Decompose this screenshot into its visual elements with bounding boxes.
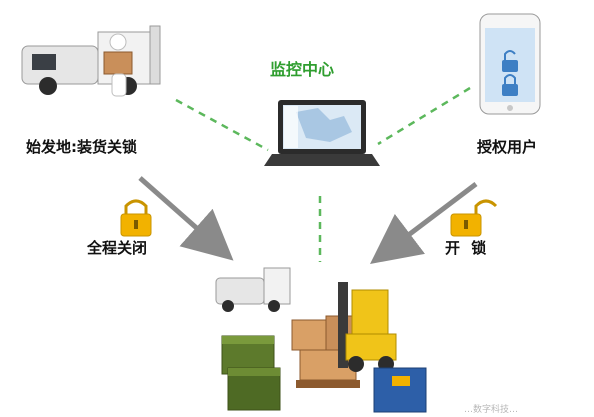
origin-loading-lock-label: 始发地:装货关锁 (26, 138, 137, 156)
lock-open-label: 开 锁 (445, 239, 490, 257)
lock-close-label: 全程关闭 (87, 239, 148, 257)
watermark-text: …数字科技… (464, 405, 519, 415)
dashed-link-left (175, 98, 269, 152)
arrow-to-warehouse-right (370, 182, 478, 265)
smartphone-lock-icon (479, 13, 541, 115)
dashed-link-right (377, 86, 471, 146)
warehouse-goods-icon (215, 267, 427, 413)
lock-closed-icon (120, 199, 152, 237)
arrow-to-warehouse-left (138, 176, 234, 261)
laptop-map-icon (264, 100, 380, 166)
monitoring-center-title: 监控中心 (270, 60, 335, 79)
lock-open-icon (450, 199, 498, 237)
authorized-user-label: 授权用户 (477, 138, 538, 156)
truck-loading-icon (21, 25, 161, 97)
